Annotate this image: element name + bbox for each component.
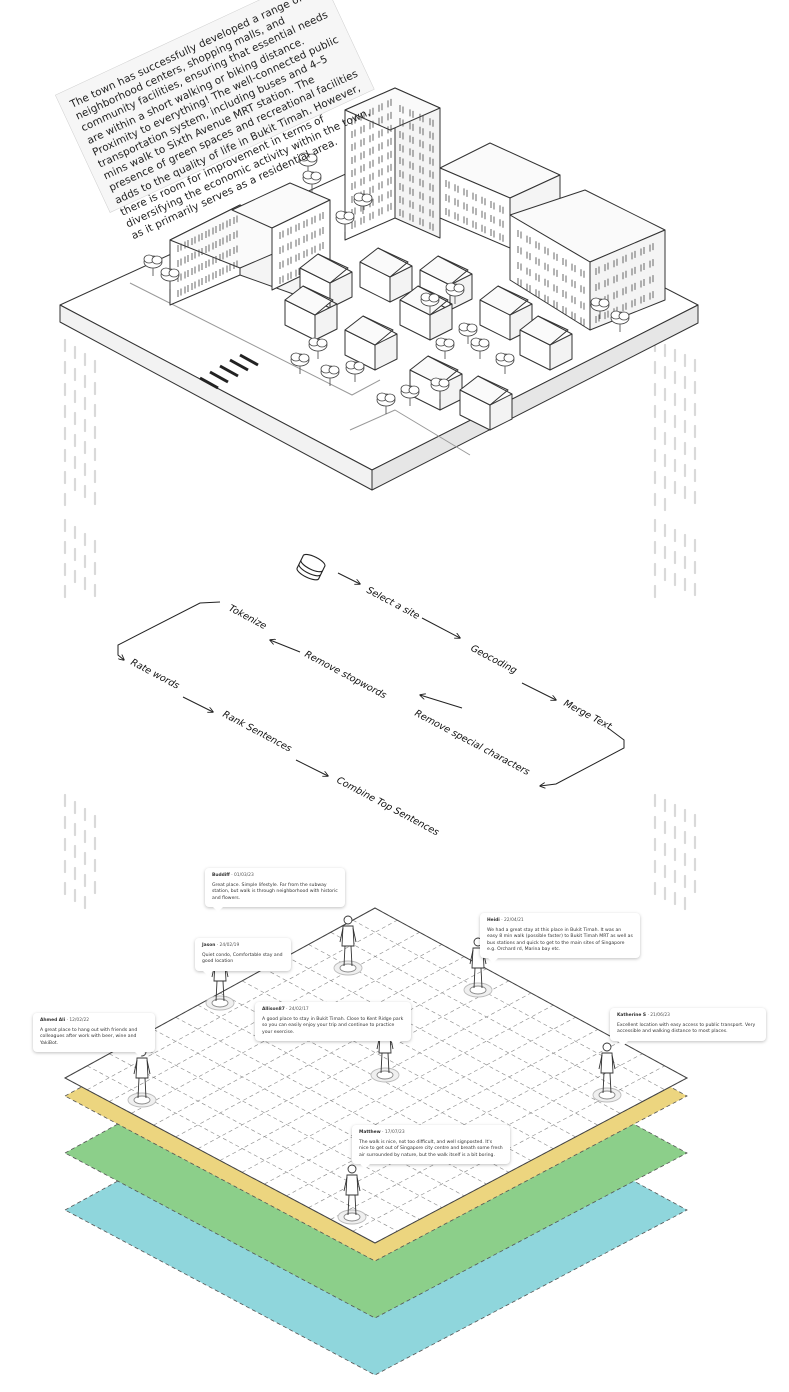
review-author: Matthew xyxy=(359,1130,381,1135)
review-date: 12/02/22 xyxy=(69,1018,89,1023)
step-remove-special-characters: Remove special characters xyxy=(413,708,532,778)
review-date: 17/07/23 xyxy=(385,1130,405,1135)
review-bubble: Ahmed Ali · 12/02/22 A great place to ha… xyxy=(33,1013,155,1052)
review-text: A good place to stay in Bukit Timah. Clo… xyxy=(262,1017,404,1036)
review-date: 22/04/21 xyxy=(504,918,524,923)
step-tokenize: Tokenize xyxy=(227,603,269,632)
review-bubble: Buddiff · 01/03/23 Great place. Simple l… xyxy=(205,868,345,907)
review-text: Great place. Simple lifestyle. Far from … xyxy=(212,883,338,902)
review-bubble: Katherine S · 21/06/23 Excellent locatio… xyxy=(610,1008,766,1041)
review-text: Excellent location with easy access to p… xyxy=(617,1023,759,1035)
review-author: Heidi xyxy=(487,918,500,923)
review-text: The walk is nice, not too difficult, and… xyxy=(359,1140,503,1159)
review-author: Ahmed Ali xyxy=(40,1018,65,1023)
review-date: 24/02/19 xyxy=(220,943,240,948)
step-rate-words: Rate words xyxy=(129,657,181,692)
step-merge-text: Merge Text xyxy=(562,698,615,733)
review-author: Buddiff xyxy=(212,873,230,878)
step-geocoding: Geocoding xyxy=(469,643,519,677)
workflow-diagram: Select a site Geocoding Merge Text Remov… xyxy=(118,552,624,838)
database-icon xyxy=(295,552,326,582)
review-date: 01/03/23 xyxy=(234,873,254,878)
review-bubble: Matthew · 17/07/23 The walk is nice, not… xyxy=(352,1125,510,1164)
review-bubble: Allison87 · 24/02/17 A good place to sta… xyxy=(255,1002,411,1041)
review-text: A great place to hang out with friends a… xyxy=(40,1028,148,1047)
step-remove-stopwords: Remove stopwords xyxy=(303,649,389,701)
review-date: 24/02/17 xyxy=(289,1007,309,1012)
review-author: Allison87 xyxy=(262,1007,285,1012)
step-combine-top-sentences: Combine Top Sentences xyxy=(335,775,441,838)
review-author: Jason xyxy=(202,943,215,948)
review-author: Katherine S xyxy=(617,1013,646,1018)
review-date: 21/06/23 xyxy=(650,1013,670,1018)
step-rank-sentences: Rank Sentences xyxy=(221,709,294,755)
step-select-site: Select a site xyxy=(365,585,422,622)
review-bubble: Jason · 24/02/19 Quiet condo, Comfortabl… xyxy=(195,938,291,971)
review-text: Quiet condo, Comfortable stay and good l… xyxy=(202,953,284,965)
review-text: We had a great stay at this place in Buk… xyxy=(487,928,633,953)
review-bubble: Heidi · 22/04/21 We had a great stay at … xyxy=(480,913,640,958)
